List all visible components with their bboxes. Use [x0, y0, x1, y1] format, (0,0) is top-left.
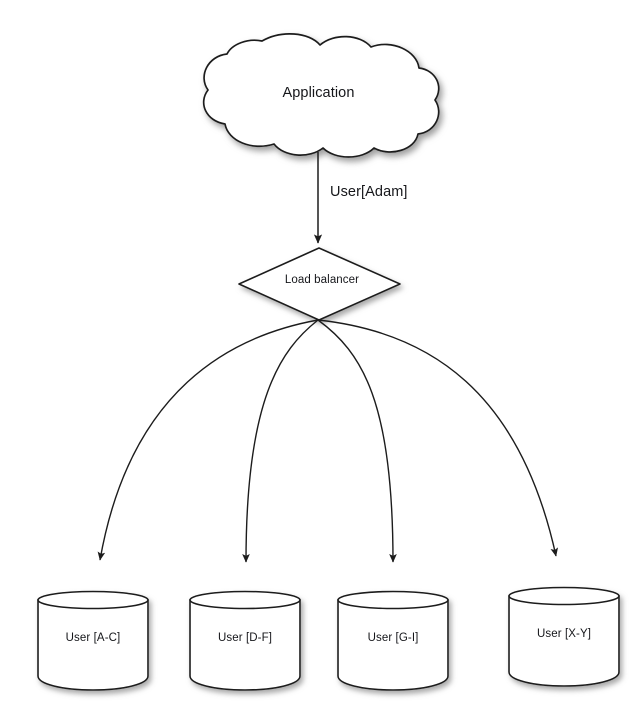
cylinder-shape-db-3	[337, 590, 449, 691]
cylinder-shape-db-1	[37, 590, 149, 691]
cylinder-shape-db-4	[508, 586, 620, 687]
connector-to-db-4	[317, 319, 559, 557]
connector-to-db-3	[317, 319, 397, 563]
cloud-shape-application	[202, 33, 440, 158]
connector-to-db-1	[97, 319, 319, 561]
diamond-shape-load-balancer	[238, 247, 401, 321]
connector-to-db-2	[242, 319, 319, 563]
connector-group	[97, 319, 559, 563]
cylinder-shape-db-2	[189, 590, 301, 691]
